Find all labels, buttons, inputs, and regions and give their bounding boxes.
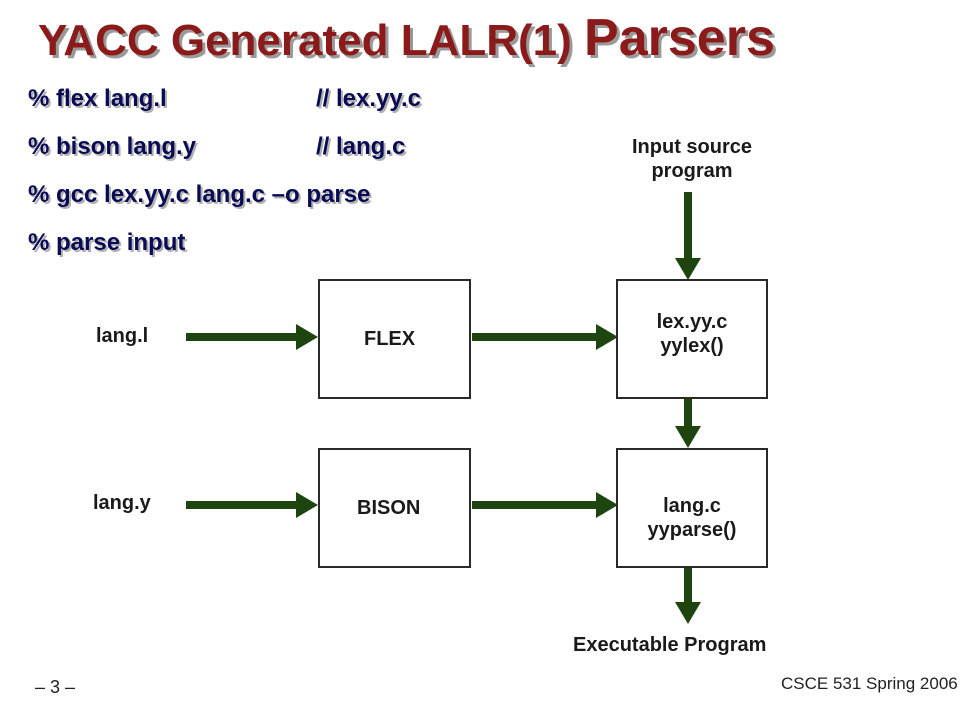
title-parsers: Parsers (584, 9, 775, 67)
executable-label: Executable Program (573, 634, 767, 656)
lexyy-line1: lex.yy.c (656, 311, 728, 333)
langc-box: lang.c yyparse() (616, 448, 768, 568)
bison-box: BISON (318, 448, 471, 568)
command-comment: // lang.c (316, 133, 406, 160)
title-text: YACC Generated LALR(1) (38, 16, 585, 65)
arrow-flex-to-lexyy (472, 324, 618, 350)
arrow-lang-y-to-bison (186, 492, 318, 518)
page-number: – 3 – (35, 677, 76, 697)
command-line-4: % parse input (28, 229, 185, 257)
command-comment: // lex.yy.c (316, 85, 421, 112)
lexyy-label: lex.yy.c yylex() (618, 310, 766, 358)
langc-line2: yyparse() (647, 519, 737, 541)
langc-label: lang.c yyparse() (618, 494, 766, 542)
command-line-1: % flex lang.l // lex.yy.c (28, 85, 421, 113)
lang-y-label: lang.y (93, 492, 151, 514)
arrow-lang-l-to-flex (186, 324, 318, 350)
lexyy-box: lex.yy.c yylex() (616, 279, 768, 399)
slide-title: YACC Generated LALR(1) Parsers (38, 8, 775, 68)
arrow-langc-to-executable (675, 568, 701, 624)
input-source-line1: Input source (631, 136, 752, 158)
lang-l-label: lang.l (96, 325, 149, 347)
langc-line1: lang.c (663, 495, 721, 517)
arrow-bison-to-langc (472, 492, 618, 518)
command-line-2: % bison lang.y // lang.c (28, 133, 405, 161)
arrow-input-to-lexyy (675, 192, 701, 280)
bison-label: BISON (357, 497, 421, 519)
input-source-label: Input source program (600, 135, 784, 183)
command-text: % bison lang.y (28, 133, 197, 160)
lexyy-line2: yylex() (660, 335, 724, 357)
flex-box: FLEX (318, 279, 471, 399)
command-text: % gcc lex.yy.c lang.c –o parse (28, 181, 371, 208)
command-line-3: % gcc lex.yy.c lang.c –o parse (28, 181, 370, 209)
flex-label: FLEX (364, 328, 416, 350)
arrow-lexyy-to-langc (675, 399, 701, 448)
command-text: % parse input (28, 229, 186, 256)
input-source-line2: program (651, 160, 733, 182)
course-footer: CSCE 531 Spring 2006 (781, 674, 958, 693)
command-text: % flex lang.l (28, 85, 167, 112)
